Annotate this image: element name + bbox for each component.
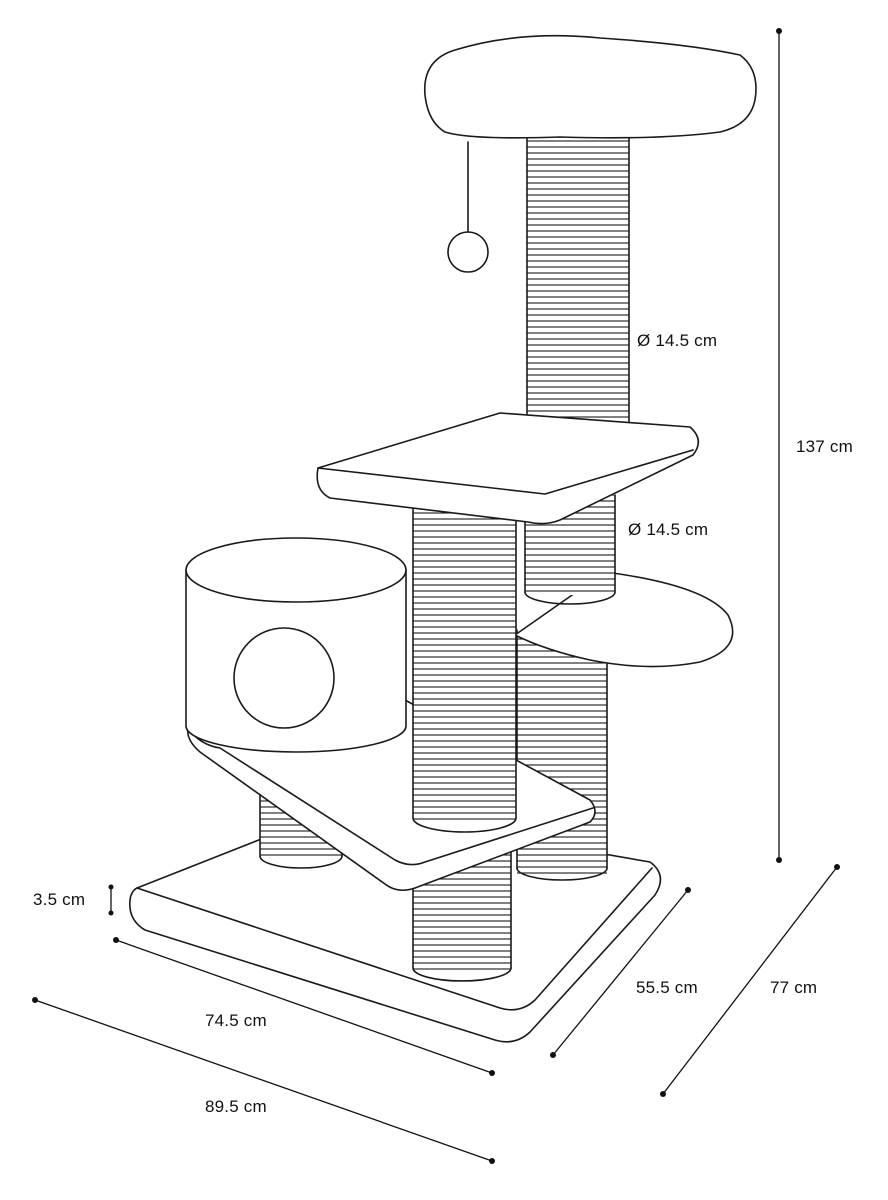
top-perch [423,34,757,139]
middle-platform [316,412,700,525]
overall-depth-dimension-line [662,866,838,1095]
condo-entrance-hole [233,627,335,729]
label-base-depth: 55.5 cm [636,978,698,997]
label-middle-post-diameter: Ø 14.5 cm [628,520,709,539]
label-upper-post-diameter: Ø 14.5 cm [637,331,718,350]
semicircle-platform [514,571,734,668]
label-total-height: 137 cm [796,437,853,456]
label-overall-width: 89.5 cm [205,1097,267,1116]
label-base-thickness: 3.5 cm [33,890,86,909]
condo-cylinder [185,537,407,753]
base-depth-dimension-line [552,889,689,1056]
base-width-dimension-line [115,939,493,1074]
post-middle-tall [412,504,517,833]
label-base-width: 74.5 cm [205,1011,267,1030]
overall-width-dimension-line [34,999,493,1162]
post-upper [526,134,630,438]
label-overall-depth: 77 cm [770,978,818,997]
dimension-lines [32,28,840,1164]
hanging-ball-toy [447,141,489,273]
